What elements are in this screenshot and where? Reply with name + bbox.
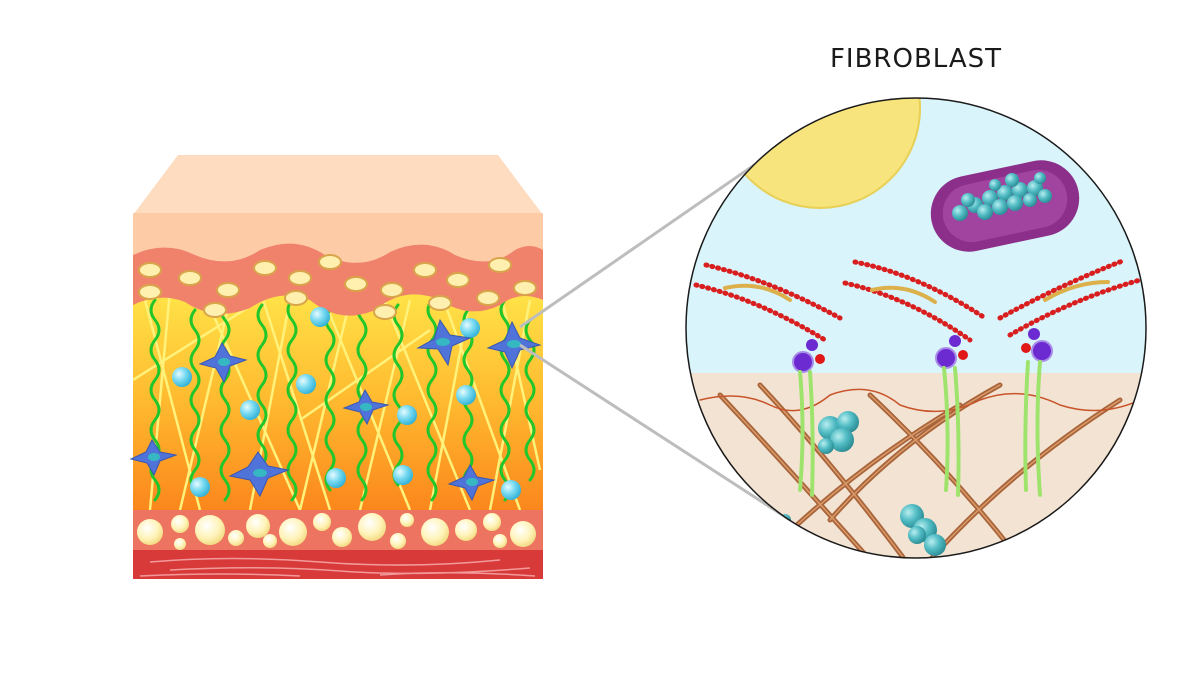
- fibroblast-nuclei: [148, 338, 521, 486]
- teal-clusters: [779, 411, 946, 556]
- fat-cells: [137, 513, 536, 550]
- basal-cells: [138, 254, 537, 320]
- hyaluronic-spheres: [172, 307, 521, 500]
- protein-strands: [693, 257, 1143, 343]
- epidermis-layer: [133, 213, 543, 263]
- diagram-title: FIBROBLAST: [830, 44, 1002, 74]
- intracellular-region: [686, 98, 1146, 375]
- nucleus: [719, 98, 921, 209]
- organelle: [930, 160, 1080, 252]
- skin-block: [129, 155, 543, 579]
- zoom-lines: [519, 141, 791, 522]
- receptor-clusters: [792, 328, 1053, 373]
- green-stalks: [798, 360, 1042, 497]
- muscle-strands: [139, 557, 536, 577]
- epidermis-top-surface: [133, 155, 543, 215]
- magnifier-outline: [685, 97, 1147, 559]
